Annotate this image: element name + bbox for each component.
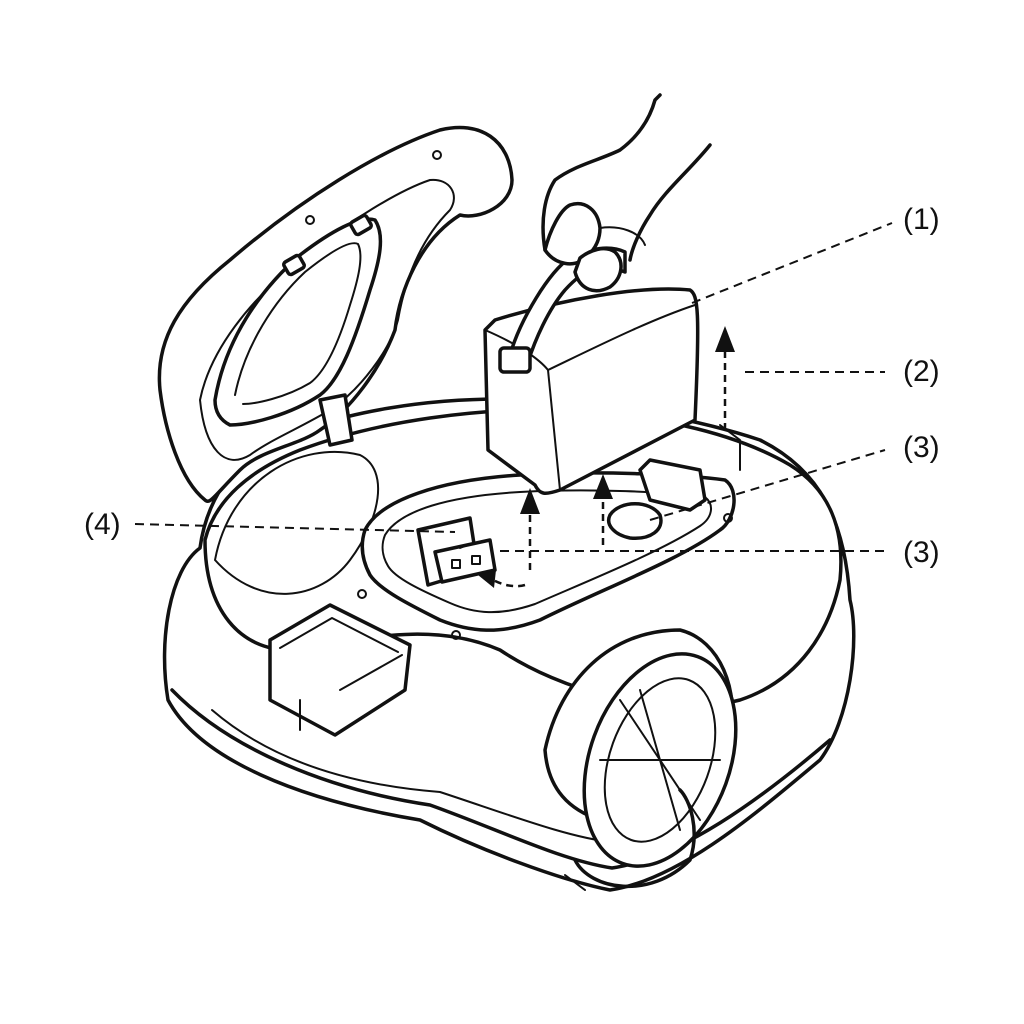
arrow-up-icon: [593, 474, 613, 499]
lift-arrows: [478, 326, 735, 588]
arrow-up-icon: [715, 326, 735, 352]
arrow-up-icon: [520, 488, 540, 514]
leader-lines: [134, 222, 893, 552]
arrow-left-icon: [478, 570, 496, 588]
battery: [483, 246, 700, 496]
open-hatch: [157, 125, 514, 503]
callout-lift-direction: (2): [903, 355, 940, 388]
callout-connector: (4): [84, 508, 121, 541]
callout-holder-upper: (3): [903, 431, 940, 464]
hand: [541, 93, 712, 293]
battery-connector: [416, 516, 497, 587]
callout-battery: (1): [903, 203, 940, 236]
mower-body: [162, 397, 856, 892]
callout-holder-lower: (3): [903, 536, 940, 569]
